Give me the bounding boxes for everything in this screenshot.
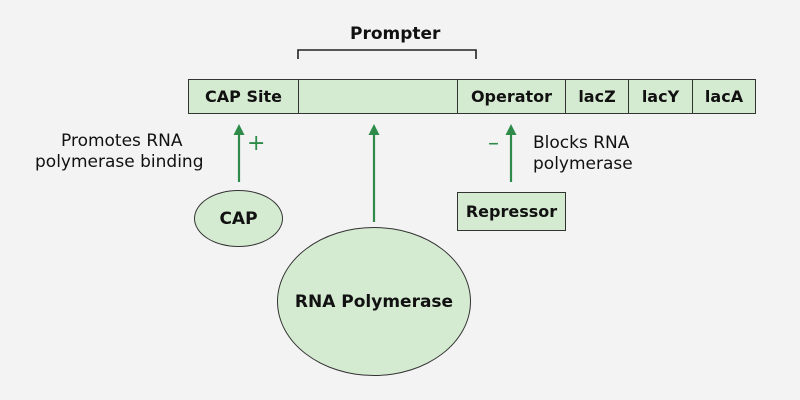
segment-laca: lacA <box>692 79 756 114</box>
repressor-arrow-head <box>505 124 517 135</box>
cap-protein: CAP <box>194 190 283 247</box>
segment-promoter <box>298 79 458 114</box>
blocks-label-line2: polymerase <box>533 154 633 174</box>
cap-arrow-head <box>233 124 245 135</box>
minus-sign: – <box>488 131 499 156</box>
segment-cap-site: CAP Site <box>188 79 299 114</box>
prompter-bracket <box>297 49 477 59</box>
repressor-box: Repressor <box>457 192 566 231</box>
blocks-label-line1: Blocks RNA <box>533 133 630 153</box>
prompter-label: Prompter <box>350 24 441 44</box>
promotes-label-line2: polymerase binding <box>35 152 204 172</box>
segment-operator: Operator <box>457 79 566 114</box>
segment-lacy: lacY <box>628 79 693 114</box>
promotes-label-line1: Promotes RNA <box>61 131 183 151</box>
rna-polymerase: RNA Polymerase <box>277 227 471 376</box>
segment-lacz: lacZ <box>565 79 629 114</box>
polymerase-arrow-head <box>368 124 380 135</box>
plus-sign: + <box>247 131 266 156</box>
